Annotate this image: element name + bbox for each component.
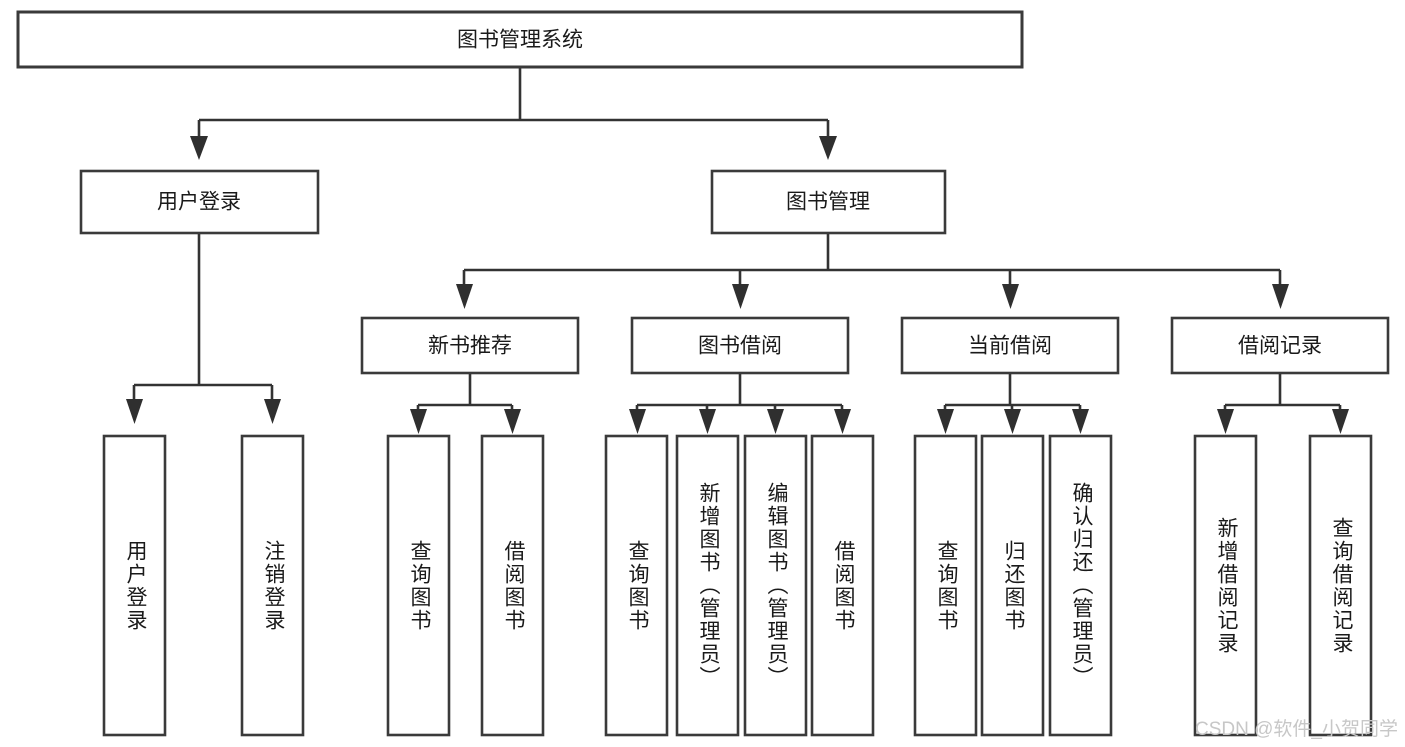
leaf-add-borrow-record[interactable] <box>1193 434 1258 737</box>
leaf-user-login-do-box[interactable] <box>102 434 167 737</box>
node-borrow-record-box[interactable] <box>1170 316 1390 375</box>
node-book-management-label: 图书管理 <box>786 191 870 214</box>
connector-group-current-borrow <box>937 373 1089 434</box>
leaf-query-book-2[interactable] <box>604 434 669 737</box>
node-book-management[interactable]: 图书管理 <box>710 169 947 235</box>
leaf-borrow-book-1[interactable] <box>480 434 545 737</box>
arrow-head-borrow-book-1 <box>504 409 521 434</box>
connector-group-book-borrow <box>629 373 851 434</box>
arrow-head-new-book-recommend <box>456 284 473 309</box>
node-borrow-record[interactable]: 借阅记录 <box>1170 316 1390 375</box>
arrow-head-add-borrow-record <box>1217 409 1234 434</box>
node-borrow-record-label: 借阅记录 <box>1238 335 1322 358</box>
node-user-login-label: 用户登录 <box>157 191 241 214</box>
node-root[interactable]: 图书管理系统 <box>16 10 1024 69</box>
arrow-head-query-book-2 <box>629 409 646 434</box>
arrow-head-return-book <box>1004 409 1021 434</box>
node-current-borrow[interactable]: 当前借阅 <box>900 316 1120 375</box>
leaf-borrow-book-1-box[interactable] <box>480 434 545 737</box>
csdn-watermark: CSDN @软件_小贺同学 <box>1195 718 1398 740</box>
connector-group-new-book-recommend <box>410 373 521 434</box>
arrow-head-query-borrow-record <box>1332 409 1349 434</box>
arrow-head-borrow-record <box>1272 284 1289 309</box>
leaf-return-book[interactable] <box>980 434 1045 737</box>
leaf-query-book-1[interactable] <box>386 434 451 737</box>
leaf-user-logout[interactable] <box>240 434 305 737</box>
leaf-borrow-book-2[interactable] <box>810 434 875 737</box>
node-current-borrow-box[interactable] <box>900 316 1120 375</box>
node-new-book-recommend-box[interactable] <box>360 316 580 375</box>
arrow-head-user-login-do <box>126 399 143 424</box>
node-book-borrow-label: 图书借阅 <box>698 335 782 358</box>
node-root-label: 图书管理系统 <box>457 29 583 52</box>
arrow-head-user-login <box>190 136 208 160</box>
node-book-borrow[interactable]: 图书借阅 <box>630 316 850 375</box>
node-user-login-box[interactable] <box>79 169 320 235</box>
leaf-edit-book-admin[interactable] <box>743 434 808 737</box>
leaf-query-book-3-box[interactable] <box>913 434 978 737</box>
arrow-head-edit-book-admin <box>767 409 784 434</box>
leaf-borrow-book-2-box[interactable] <box>810 434 875 737</box>
node-book-borrow-box[interactable] <box>630 316 850 375</box>
connector-group-borrow-record <box>1217 373 1349 434</box>
arrow-head-query-book-3 <box>937 409 954 434</box>
leaf-return-book-box[interactable] <box>980 434 1045 737</box>
connector-group-root <box>190 67 837 160</box>
node-book-management-box[interactable] <box>710 169 947 235</box>
arrow-head-query-book-1 <box>410 409 427 434</box>
leaf-confirm-return-admin-box[interactable] <box>1048 434 1113 737</box>
arrow-head-borrow-book-2 <box>834 409 851 434</box>
leaf-query-book-2-box[interactable] <box>604 434 669 737</box>
node-current-borrow-label: 当前借阅 <box>968 335 1052 358</box>
leaf-query-book-3[interactable] <box>913 434 978 737</box>
leaf-query-book-1-box[interactable] <box>386 434 451 737</box>
connector-group-user-login <box>126 233 281 424</box>
leaf-query-borrow-record-box[interactable] <box>1308 434 1373 737</box>
arrow-head-user-logout <box>264 399 281 424</box>
connector-group-book-management <box>456 233 1289 309</box>
node-new-book-recommend-label: 新书推荐 <box>428 335 512 358</box>
leaf-query-borrow-record[interactable] <box>1308 434 1373 737</box>
node-new-book-recommend[interactable]: 新书推荐 <box>360 316 580 375</box>
leaf-user-login-do[interactable] <box>102 434 167 737</box>
arrow-head-book-borrow <box>732 284 749 309</box>
leaf-user-logout-box[interactable] <box>240 434 305 737</box>
arrow-head-current-borrow <box>1002 284 1019 309</box>
leaf-add-book-admin[interactable] <box>675 434 740 737</box>
leaf-add-borrow-record-box[interactable] <box>1193 434 1258 737</box>
arrow-head-confirm-return-admin <box>1072 409 1089 434</box>
node-user-login[interactable]: 用户登录 <box>79 169 320 235</box>
leaf-confirm-return-admin[interactable] <box>1048 434 1113 737</box>
node-root-box[interactable] <box>16 10 1024 69</box>
leaf-edit-book-admin-box[interactable] <box>743 434 808 737</box>
arrow-head-book-management <box>819 136 837 160</box>
leaf-add-book-admin-box[interactable] <box>675 434 740 737</box>
arrow-head-add-book-admin <box>699 409 716 434</box>
